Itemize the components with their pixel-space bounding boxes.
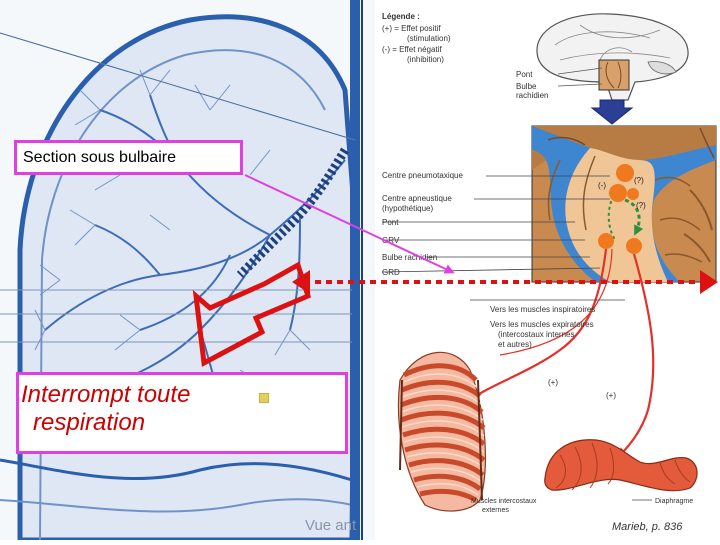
plus-marker-2: (+) xyxy=(606,391,616,400)
lung-view-caption: Vue ant xyxy=(305,517,357,534)
label-to-expiratory-sub: (intercostaux internes xyxy=(498,330,574,339)
brain-label-rachidien: rachidien xyxy=(516,91,548,100)
label-to-inspiratory: Vers les muscles inspiratoires xyxy=(490,305,595,314)
label-grv: GRV xyxy=(382,236,400,245)
label-intercostal: Muscles intercostaux xyxy=(471,498,537,505)
plus-marker-1: (+) xyxy=(548,378,558,387)
section-callout-text: Section sous bulbaire xyxy=(23,149,176,166)
minus-marker: (-) xyxy=(598,181,606,190)
brainstem-enlargement xyxy=(531,125,717,283)
legend: Légende : (+) = Effet positif (stimulati… xyxy=(382,12,451,64)
question-marker-2: (?) xyxy=(636,201,646,210)
diaphragm: Diaphragme xyxy=(544,439,698,505)
section-arrow xyxy=(244,174,455,274)
citation: Marieb, p. 836 xyxy=(612,521,683,533)
pneumotaxic-center xyxy=(616,164,634,182)
question-marker-1: (?) xyxy=(634,176,644,185)
consequence-arrow xyxy=(192,261,312,367)
legend-negative-sub: (inhibition) xyxy=(407,55,444,64)
interrupt-callout-line1: Interrompt toute xyxy=(21,381,191,408)
label-bulbe: Bulbe rachidien xyxy=(382,253,437,262)
legend-positive-sub: (stimulation) xyxy=(407,34,451,43)
legend-negative: (-) = Effet négatif xyxy=(382,45,442,54)
label-pneumotaxic: Centre pneumotaxique xyxy=(382,171,463,180)
label-to-expiratory: Vers les muscles expiratoires xyxy=(490,320,594,329)
label-grd: GRD xyxy=(382,268,400,277)
apneustic-center-2 xyxy=(627,188,639,200)
legend-positive: (+) = Effet positif xyxy=(382,24,441,33)
grd-center xyxy=(626,238,642,254)
label-intercostal-sub: externes xyxy=(482,507,509,514)
interrupt-callout: Interrompt toute respiration xyxy=(16,372,348,454)
label-pont: Pont xyxy=(382,218,399,227)
label-apneustic-sub: (hypothétique) xyxy=(382,204,433,213)
muscle-labels: Vers les muscles inspiratoires Vers les … xyxy=(470,299,625,400)
grv-center xyxy=(598,233,614,249)
brain-label-pont: Pont xyxy=(516,70,533,79)
rib-cage: Muscles intercostaux externes xyxy=(397,351,537,514)
apneustic-center xyxy=(609,184,627,202)
label-apneustic: Centre apneustique xyxy=(382,194,452,203)
label-diaphragm: Diaphragme xyxy=(655,498,693,505)
section-callout: Section sous bulbaire xyxy=(14,140,243,175)
interrupt-callout-line2: respiration xyxy=(33,409,146,436)
brain-sketch: Pont Bulbe rachidien xyxy=(516,13,689,125)
lung-illustration: Vue ant xyxy=(0,0,363,543)
legend-title: Légende : xyxy=(382,12,420,21)
brainstem-labels: Centre pneumotaxique Centre apneustique … xyxy=(381,171,610,277)
brain-label-bulbe: Bulbe xyxy=(516,82,537,91)
nerve-pathways xyxy=(466,248,655,458)
respiratory-centers: (-) (?) (?) xyxy=(598,164,646,254)
label-to-expiratory-sub2: et autres) xyxy=(498,340,532,349)
bullet-marker xyxy=(259,393,269,403)
